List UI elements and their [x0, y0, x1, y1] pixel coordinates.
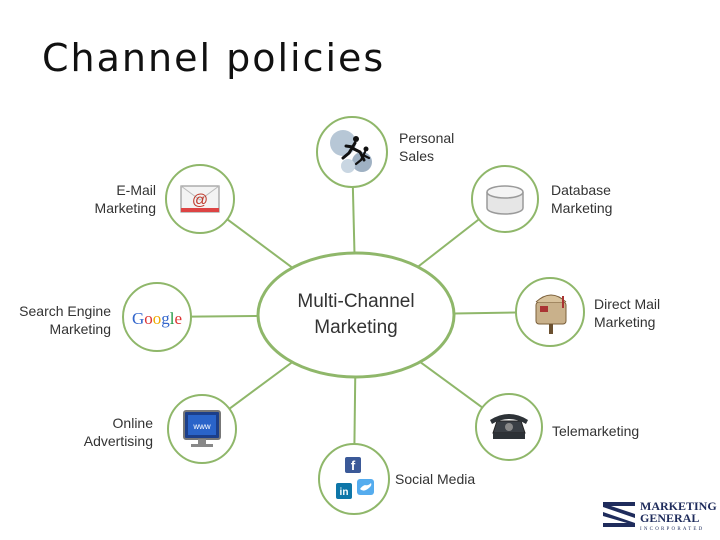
node-label-line1: Search Engine: [19, 303, 111, 319]
node-direct-mail-marketing: Direct Mail Marketing: [515, 277, 660, 347]
node-label-line1: Database: [551, 182, 611, 198]
brand-line2: GENERAL: [640, 511, 700, 525]
node-label-line2: Marketing: [594, 314, 655, 330]
google-logo-icon: Google: [132, 309, 182, 328]
database-cylinder-icon: [486, 185, 524, 215]
marketing-general-logo: [603, 499, 635, 527]
brand-line1: MARKETING: [640, 499, 717, 513]
node-circle: [318, 443, 390, 515]
connector-line: [353, 376, 357, 445]
telephone-icon: [490, 414, 528, 439]
at-glyph: @: [192, 192, 208, 209]
node-circle: [122, 282, 192, 352]
connector-line: [351, 186, 356, 254]
connector-lines: [190, 186, 517, 445]
node-email-marketing: @ E-Mail Marketing: [95, 164, 235, 234]
node-telemarketing: Telemarketing: [475, 393, 639, 461]
facebook-glyph: f: [351, 458, 356, 473]
node-label-line1: E-Mail: [116, 182, 156, 198]
node-online-advertising: www Online Advertising: [84, 394, 237, 464]
node-label-line1: Online: [113, 415, 154, 431]
connector-line: [228, 361, 293, 410]
node-label-line2: Marketing: [551, 200, 612, 216]
mailbox-icon: [535, 294, 567, 334]
node-label-line2: Advertising: [84, 433, 153, 449]
node-label-line2: Marketing: [50, 321, 111, 337]
connector-line: [419, 361, 483, 409]
facebook-icon: [345, 457, 361, 473]
connector-line: [226, 218, 294, 269]
node-label-line2: Marketing: [95, 200, 156, 216]
social-logos-icon: f in: [336, 457, 374, 499]
linkedin-glyph: in: [340, 487, 349, 498]
linkedin-icon: [336, 483, 352, 499]
node-personal-sales: Personal Sales: [316, 116, 454, 188]
center-ellipse: [256, 251, 456, 379]
node-label-line1: Direct Mail: [594, 296, 660, 312]
node-label: Telemarketing: [552, 423, 639, 439]
center-label-line2: Marketing: [314, 317, 397, 338]
center-label-line1: Multi-Channel: [297, 291, 414, 312]
brand-line3: INCORPORATED: [640, 527, 705, 532]
node-label-line2: Sales: [399, 148, 434, 164]
monitor-icon: www: [183, 410, 221, 447]
connector-line: [417, 218, 480, 268]
node-search-engine-marketing: Google Search Engine Marketing: [19, 282, 192, 352]
node-social-media: f in Social Media: [318, 443, 475, 515]
connector-line: [190, 314, 259, 318]
connector-line: [453, 311, 517, 315]
brand-name: MARKETING GENERAL: [640, 500, 717, 524]
node-database-marketing: Database Marketing: [471, 165, 612, 233]
monitor-text: www: [192, 422, 211, 431]
running-figure-gears-icon: [330, 130, 372, 173]
slide-title: Channel policies: [42, 36, 386, 80]
node-label-line1: Personal: [399, 130, 454, 146]
envelope-icon: @: [180, 185, 220, 213]
node-label: Social Media: [395, 471, 475, 487]
